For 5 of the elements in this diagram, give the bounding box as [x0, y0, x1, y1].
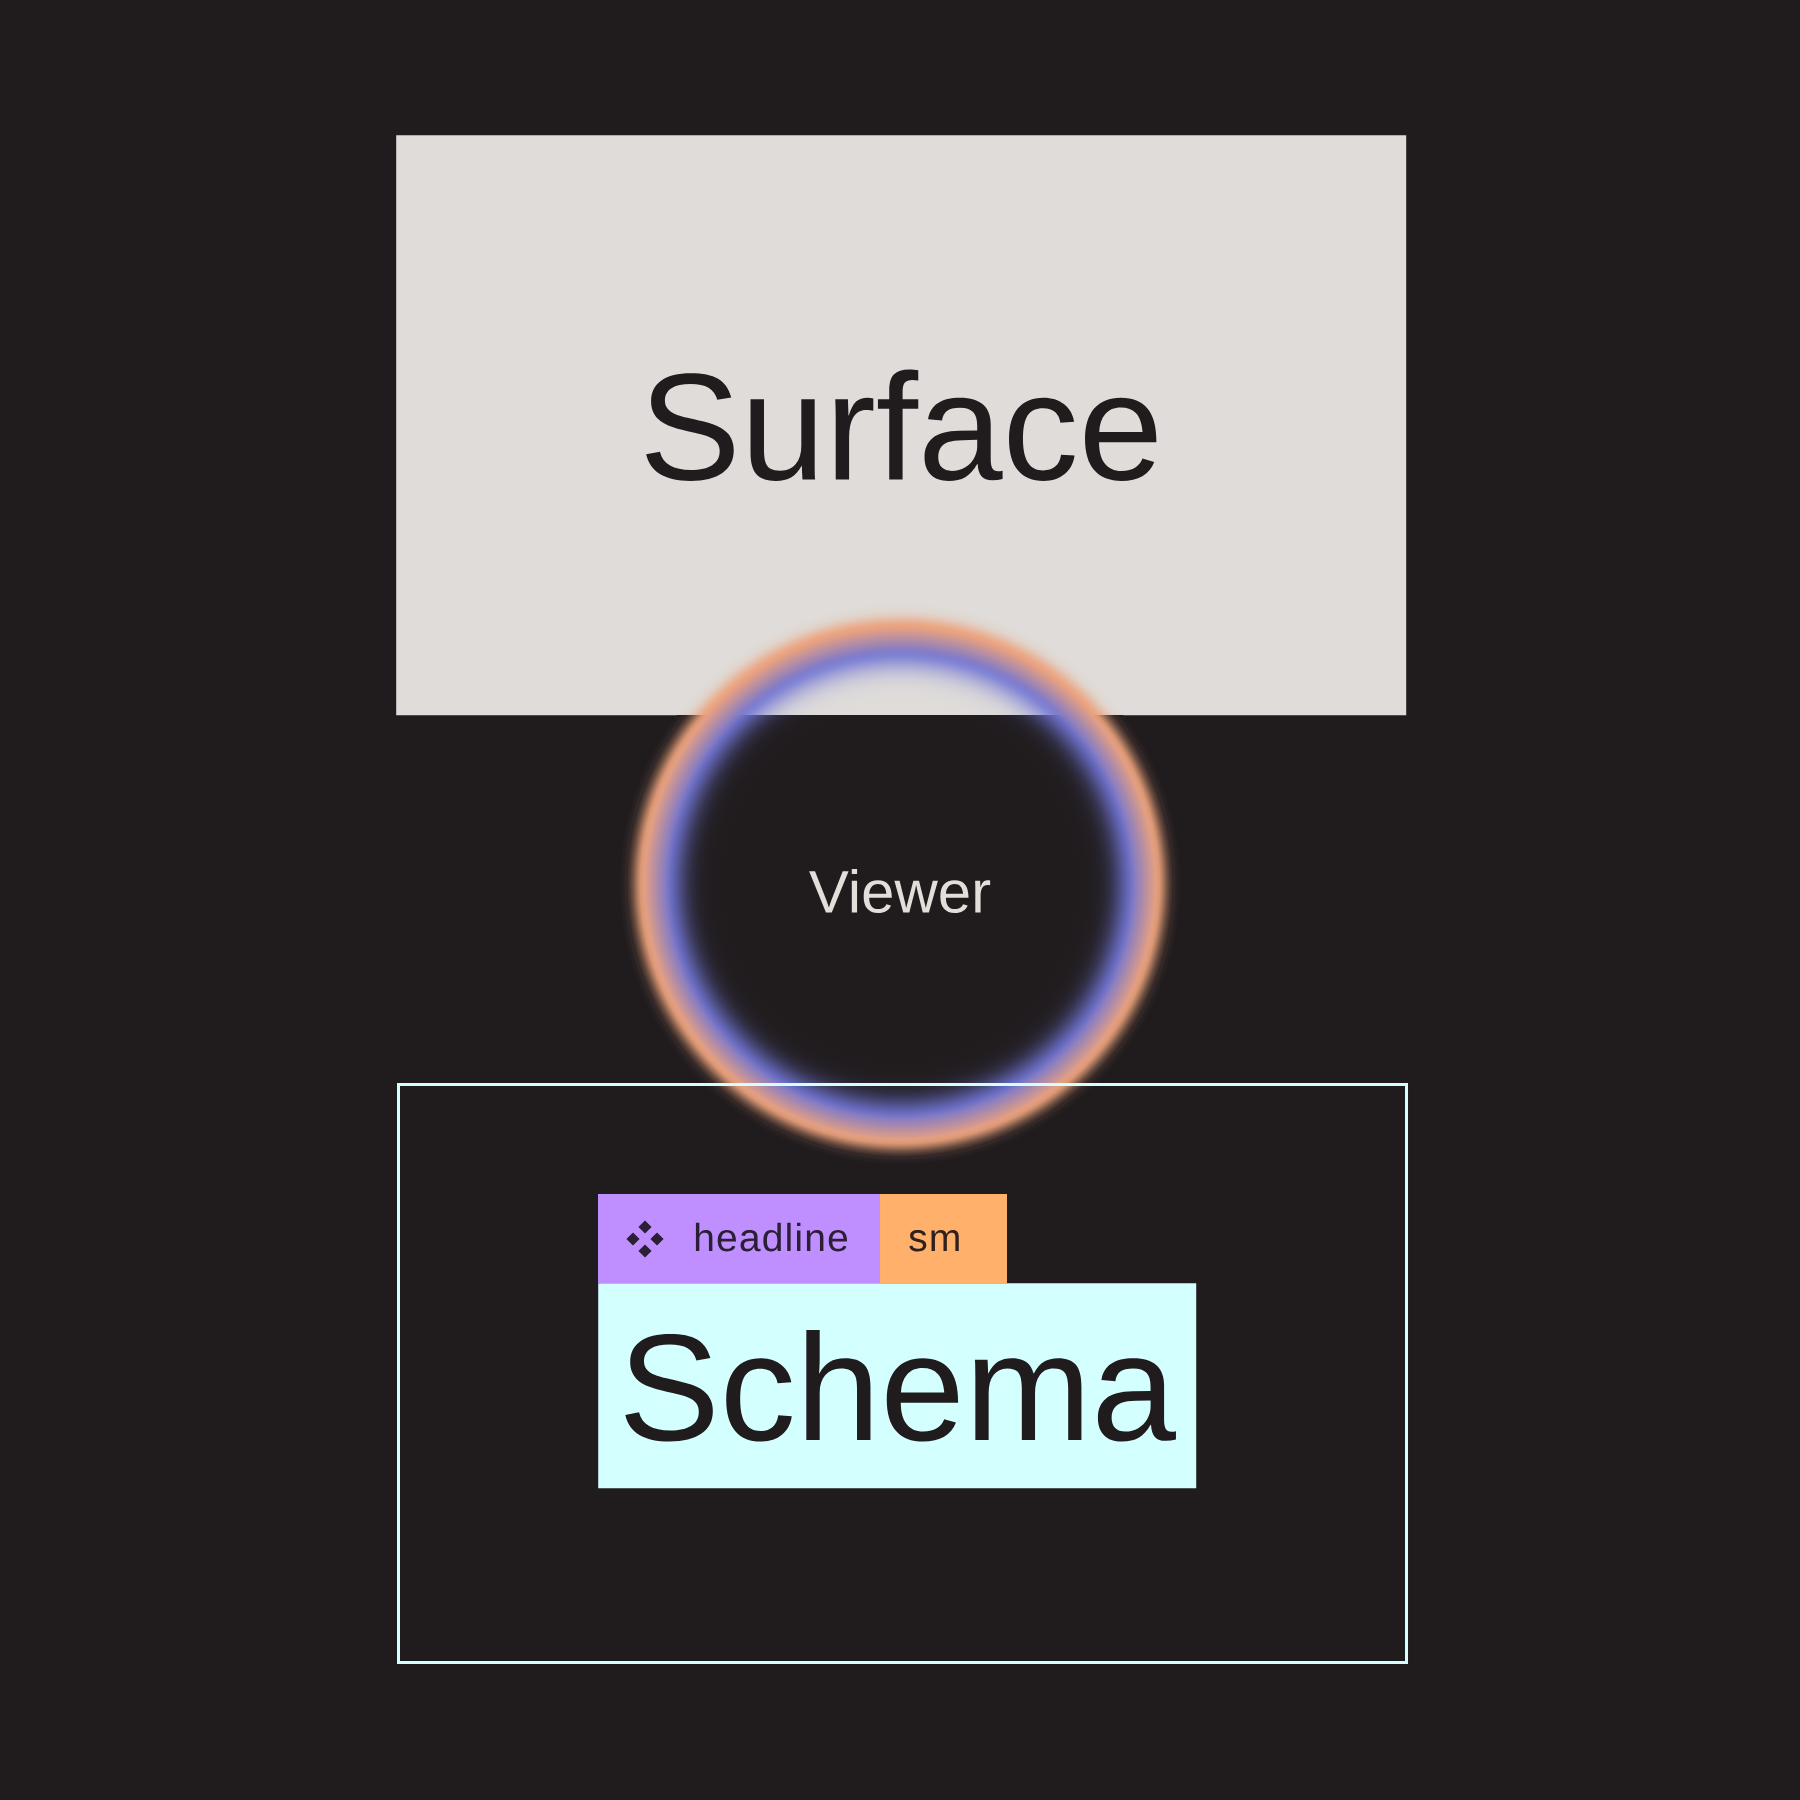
tag: sm: [880, 1194, 1007, 1283]
surface-panel: Surface: [396, 135, 1407, 716]
outline-frame: [397, 1083, 1408, 1664]
label-box: Schema: [598, 1283, 1197, 1489]
tag: headline: [598, 1194, 880, 1283]
